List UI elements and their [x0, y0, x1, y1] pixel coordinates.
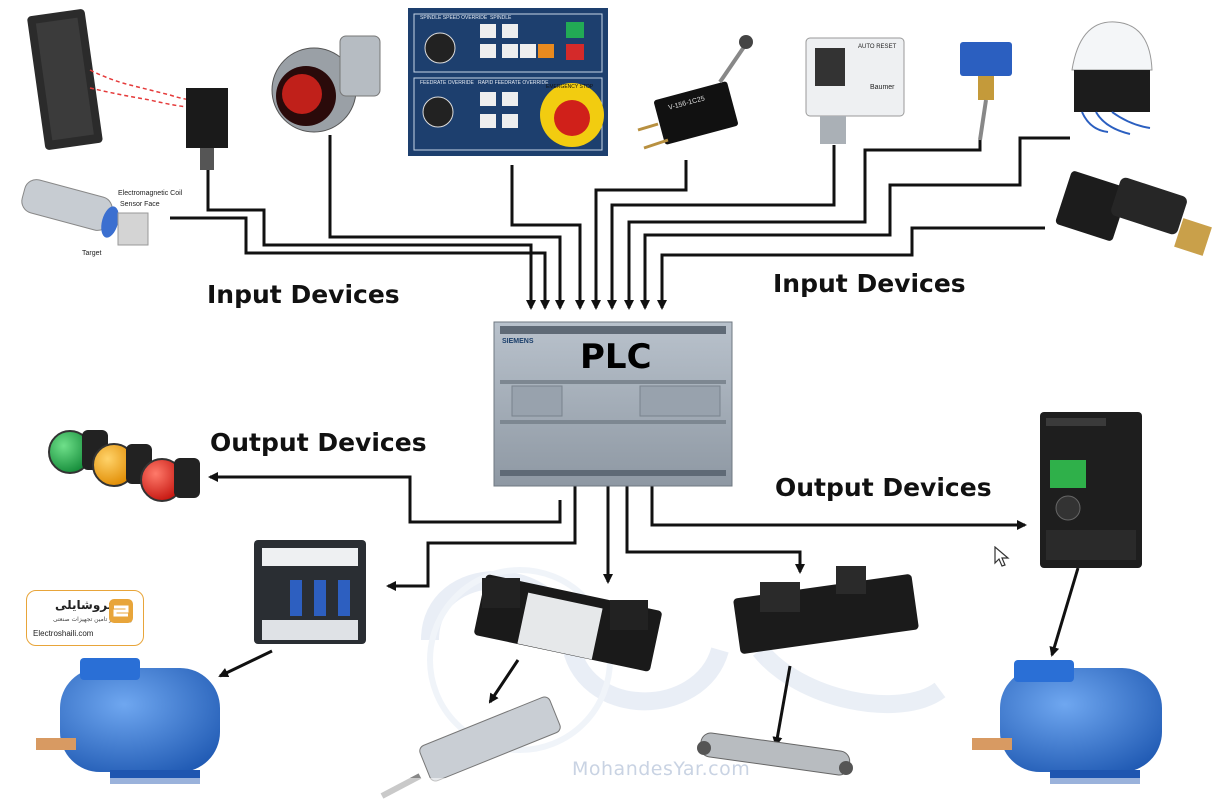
cnc-control-panel	[408, 8, 608, 156]
plc-title: PLC	[580, 337, 652, 377]
inductive-proximity-sensor	[21, 179, 149, 246]
plc-brand: SIEMENS	[502, 338, 534, 345]
logo-site: Electroshaili.com	[33, 629, 94, 638]
output-devices-label-right: Output Devices	[775, 473, 992, 502]
plc-unit	[493, 321, 733, 487]
auto-reset-label: AUTO RESET	[858, 44, 897, 50]
target-label: Target	[82, 250, 102, 257]
sensor-face-label: Sensor Face	[120, 201, 160, 208]
photoelectric-sensor	[27, 9, 228, 170]
limit-switch	[637, 35, 753, 150]
electroshaili-logo: الکتروشایلی پیشرو در تامین تجهیزات صنعتی…	[26, 590, 144, 646]
pressure-transmitter	[1055, 171, 1212, 256]
feedrate-label: FEEDRATE OVERRIDE	[420, 80, 474, 86]
watermark-text: MohandesYar.com	[572, 758, 751, 780]
push-button	[271, 35, 381, 133]
input-devices-label-right: Input Devices	[773, 269, 966, 298]
motor-right	[972, 660, 1162, 784]
spindle-label: SPINDLE	[490, 15, 512, 21]
contactor	[254, 540, 366, 644]
hydraulic-cylinder	[697, 732, 853, 776]
input-wires	[170, 135, 1070, 310]
solenoid-valve	[474, 574, 662, 672]
baumer-label: Baumer	[870, 84, 895, 91]
output-wires	[208, 472, 1080, 747]
vfd-inverter	[1040, 412, 1142, 568]
coil-label: Electromagnetic Coil	[118, 190, 183, 197]
photocell-sensor	[1071, 21, 1153, 135]
pressure-switch	[805, 37, 905, 144]
flow-switch	[960, 42, 1012, 141]
emergency-label: EMERGENCY STOP	[546, 84, 594, 90]
input-devices-label-left: Input Devices	[207, 280, 400, 309]
logo-icon	[109, 599, 133, 623]
mouse-cursor-icon	[994, 546, 1010, 567]
motor-left	[36, 658, 220, 784]
logo-tagline: پیشرو در تامین تجهیزات صنعتی	[53, 616, 132, 623]
output-devices-label-left: Output Devices	[210, 428, 427, 457]
pilot-lamps	[48, 430, 200, 502]
rapid-feedrate-label: RAPID FEEDRATE OVERRIDE	[478, 80, 549, 86]
hydraulic-valve	[733, 566, 919, 654]
spindle-speed-label: SPINDLE SPEED OVERRIDE	[420, 15, 488, 21]
